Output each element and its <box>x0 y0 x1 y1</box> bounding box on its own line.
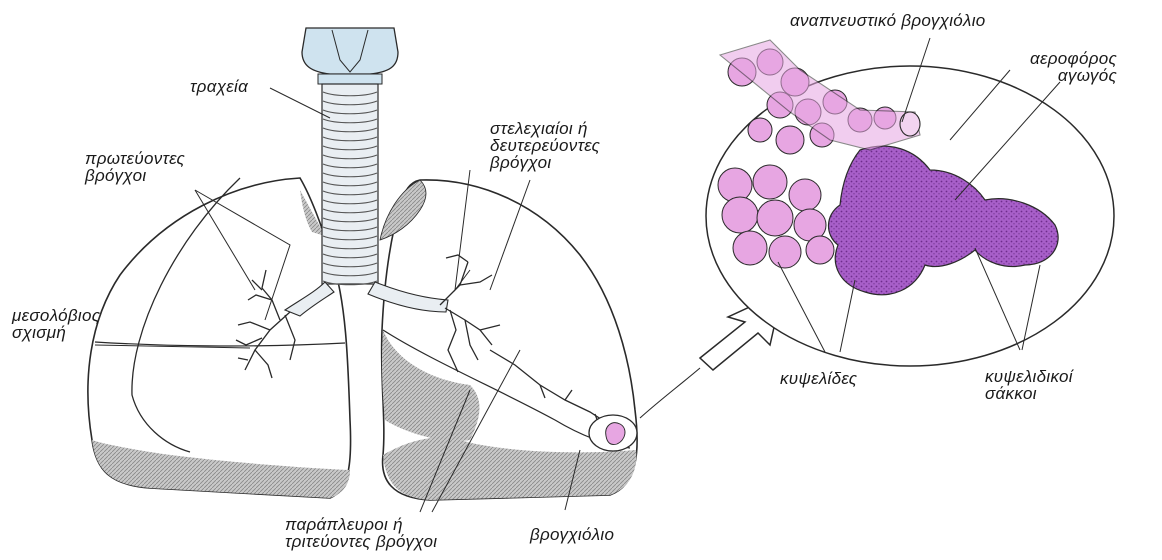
label-alveolar-sacs: κυψελιδικοί σάκκοι <box>985 368 1073 402</box>
label-alveolar-sacs-line2: σάκκοι <box>985 385 1073 402</box>
label-alveolar-duct-line1: αεροφόρος <box>1030 50 1117 67</box>
label-secondary-bronchi-line2: δευτερεύοντες <box>490 137 600 154</box>
alveolus-bubble <box>789 179 821 211</box>
label-secondary-bronchi: στελεχιαίοι ή δευτερεύοντες βρόγχοι <box>490 120 600 171</box>
label-fissure-line1: μεσολόβιος <box>12 307 100 324</box>
alveolus-bubble <box>757 200 793 236</box>
larynx <box>302 28 398 74</box>
label-tertiary-bronchi-line2: τριτεύοντες βρόγχοι <box>285 533 437 550</box>
alveolus-bubble <box>718 168 752 202</box>
alveolus-bubble <box>806 236 834 264</box>
label-primary-bronchi-line1: πρωτεύοντες <box>85 150 185 167</box>
label-fissure-line2: σχισμή <box>12 324 100 341</box>
label-alveolar-duct: αεροφόρος αγωγός <box>1030 50 1117 84</box>
alveolus-bubble <box>748 118 772 142</box>
label-tertiary-bronchi: παράπλευροι ή τριτεύοντες βρόγχοι <box>285 516 437 550</box>
label-alveolar-duct-line2: αγωγός <box>1030 67 1117 84</box>
label-bronchiole: βρογχιόλιο <box>530 526 614 543</box>
alveolus-bubble <box>769 236 801 268</box>
label-fissure: μεσολόβιος σχισμή <box>12 307 100 341</box>
label-tertiary-bronchi-line1: παράπλευροι ή <box>285 516 437 533</box>
label-respiratory-bronchiole-text: αναπνευστικό βρογχιόλιο <box>790 12 986 29</box>
label-trachea-text: τραχεία <box>190 78 248 95</box>
label-secondary-bronchi-line3: βρόγχοι <box>490 154 600 171</box>
label-secondary-bronchi-line1: στελεχιαίοι ή <box>490 120 600 137</box>
alveolus-bubble <box>753 165 787 199</box>
label-primary-bronchi-line2: βρόγχοι <box>85 167 185 184</box>
alveolus-bubble <box>776 126 804 154</box>
label-alveolar-sacs-line1: κυψελιδικοί <box>985 368 1073 385</box>
label-bronchiole-text: βρογχιόλιο <box>530 526 614 543</box>
magnified-alveoli-panel <box>706 40 1114 366</box>
left-lung <box>88 178 351 498</box>
label-alveoli-text: κυψελίδες <box>780 370 857 387</box>
alveolus-bubble <box>733 231 767 265</box>
right-lung <box>380 180 637 500</box>
label-respiratory-bronchiole: αναπνευστικό βρογχιόλιο <box>790 12 986 29</box>
alveolus-bubble <box>722 197 758 233</box>
label-primary-bronchi: πρωτεύοντες βρόγχοι <box>85 150 185 184</box>
label-trachea: τραχεία <box>190 78 248 95</box>
label-alveoli: κυψελίδες <box>780 370 857 387</box>
